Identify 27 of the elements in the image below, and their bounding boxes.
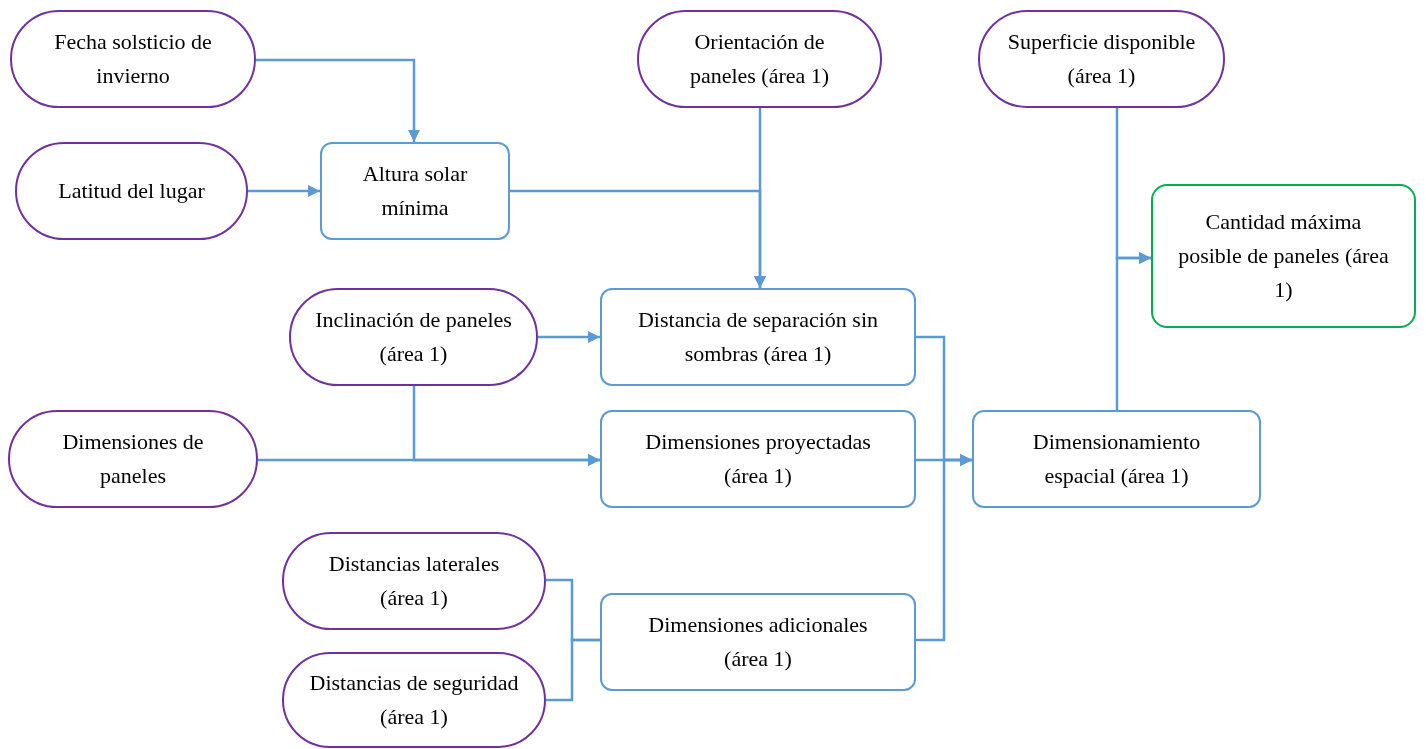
result-box [1151, 184, 1416, 328]
node-label: Superficie disponible (área 1) [1006, 28, 1197, 90]
node-label: Altura solar mínima [361, 160, 469, 222]
node-label: Cantidad máxima posible de paneles (área 1) [1177, 208, 1390, 304]
node-label: Distancia de separación sin sombras (área 1) [636, 306, 880, 368]
connector-arrow [258, 453, 600, 467]
node-label: Dimensiones de paneles [61, 428, 205, 490]
connector-arrow [916, 453, 972, 642]
node-label: Distancias laterales (área 1) [327, 550, 501, 612]
node-label: Dimensionamiento espacial (área 1) [1031, 428, 1202, 490]
connector-arrow [248, 184, 320, 198]
process-box [600, 410, 916, 508]
node-label: Dimensiones proyectadas (área 1) [644, 428, 872, 490]
connector-arrow [1115, 108, 1151, 265]
node-label: Distancias de seguridad (área 1) [308, 669, 520, 731]
node-label: Latitud del lugar [58, 177, 205, 205]
node-label: Orientación de paneles (área 1) [688, 28, 831, 90]
connector-arrow [753, 108, 767, 288]
process-box [320, 142, 510, 240]
connector-arrow [256, 58, 421, 142]
connector-arrow [538, 330, 600, 344]
process-box [600, 288, 916, 386]
node-label: Dimensiones adicionales (área 1) [647, 611, 869, 673]
process-box [600, 593, 916, 691]
node-label: Fecha solsticio de invierno [53, 28, 213, 90]
node-label: Inclinación de paneles (área 1) [315, 306, 512, 368]
process-box [972, 410, 1261, 508]
